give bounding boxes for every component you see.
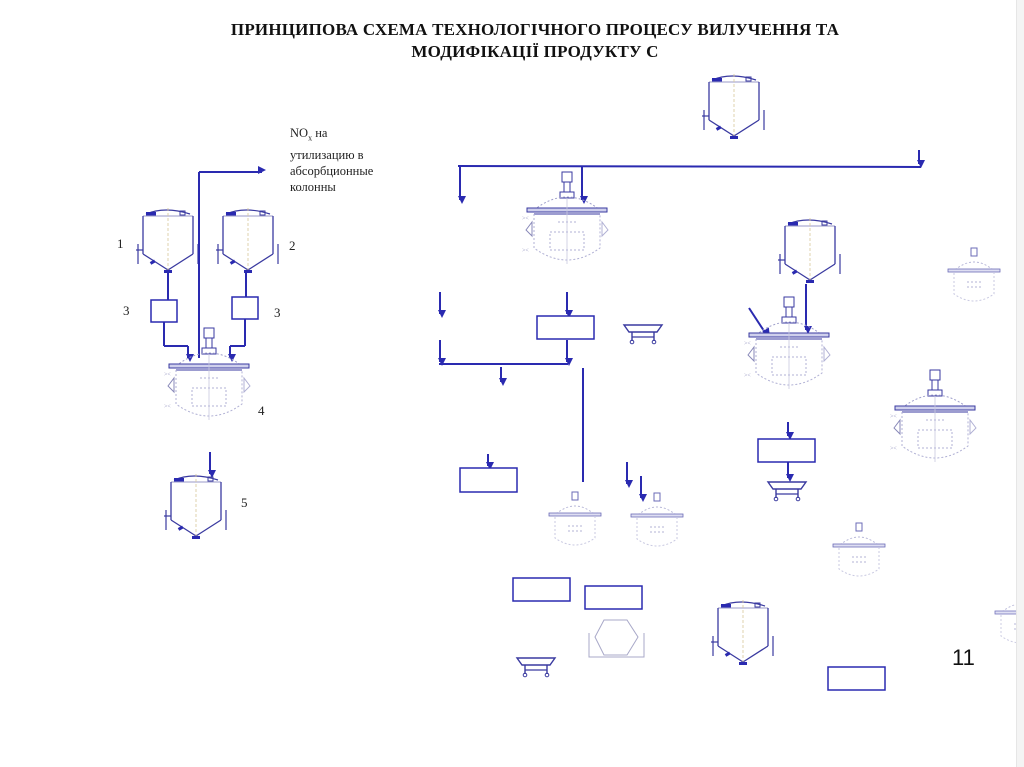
note-line1-rest: на bbox=[312, 126, 328, 140]
trolley-lower bbox=[516, 657, 556, 678]
reactor-large-far-right bbox=[889, 369, 977, 463]
trolley-right bbox=[767, 481, 807, 502]
slide-title: ПРИНЦИПОВА СХЕМА ТЕХНОЛОГІЧНОГО ПРОЦЕСУ … bbox=[150, 19, 920, 63]
note-nox: NO bbox=[290, 126, 309, 140]
reactor-small-far-right bbox=[947, 247, 1001, 302]
feed-tank-right bbox=[777, 217, 841, 284]
label-receiver: 5 bbox=[241, 495, 248, 510]
title-line-2: МОДИФІКАЦІЇ ПРОДУКТУ С bbox=[411, 42, 659, 61]
filter-left bbox=[150, 299, 178, 323]
filter-right bbox=[231, 296, 259, 320]
receiver-5 bbox=[163, 473, 227, 540]
tank-lower bbox=[710, 599, 774, 666]
label-tank-2: 2 bbox=[289, 238, 296, 253]
reactor-4 bbox=[163, 327, 251, 421]
label-tank-1: 1 bbox=[117, 236, 124, 251]
slide-edge bbox=[1016, 0, 1024, 767]
tank-1 bbox=[135, 207, 199, 274]
filter-right-column bbox=[757, 438, 816, 463]
reactor-small-b bbox=[630, 492, 684, 547]
filter-center bbox=[536, 315, 595, 340]
filter-lower-left bbox=[459, 467, 518, 493]
filter-lower-right bbox=[827, 666, 886, 691]
note-line-2: утилизацию в bbox=[290, 147, 364, 162]
label-reactor: 4 bbox=[258, 403, 265, 418]
title-line-1: ПРИНЦИПОВА СХЕМА ТЕХНОЛОГІЧНОГО ПРОЦЕСУ … bbox=[230, 20, 840, 39]
left-flow-lines bbox=[163, 166, 266, 478]
note-nox-sub: x bbox=[308, 133, 313, 143]
dryer bbox=[588, 619, 645, 658]
label-filter-left: 3 bbox=[123, 303, 130, 318]
note-line-4: колонны bbox=[290, 179, 336, 194]
reactor-top-center bbox=[521, 171, 609, 265]
top-feed-tank bbox=[701, 73, 765, 140]
filter-lower-a bbox=[512, 577, 571, 602]
reactor-right bbox=[743, 296, 831, 390]
page-number: 11 bbox=[952, 645, 975, 670]
label-filter-right: 3 bbox=[274, 305, 281, 320]
reactor-small-lower-right bbox=[832, 522, 886, 577]
trolley-center bbox=[623, 324, 663, 345]
note-line-3: абсорбционные bbox=[290, 163, 374, 178]
nox-utilization-note: NOx на утилизацию в абсорбционные колонн… bbox=[290, 125, 373, 195]
filter-lower-b bbox=[584, 585, 643, 610]
tank-2 bbox=[215, 207, 279, 274]
right-flow-lines bbox=[438, 150, 925, 502]
reactor-small-a bbox=[548, 491, 602, 546]
